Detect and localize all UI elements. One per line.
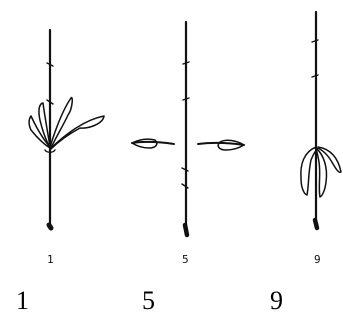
drawing-number-label: 1 — [47, 253, 54, 266]
stem-with-horizontal-leaves-icon: 5 — [131, 20, 245, 266]
caption-1: 1 — [16, 286, 29, 315]
drawing-number-label: 5 — [182, 253, 189, 266]
drawing-number-label: 9 — [314, 253, 321, 266]
stem-with-drooping-leaves-icon: 9 — [300, 10, 342, 266]
stem-with-upright-leaves-icon: 1 — [28, 28, 105, 266]
caption-9: 9 — [270, 286, 283, 315]
caption-5: 5 — [142, 286, 155, 315]
